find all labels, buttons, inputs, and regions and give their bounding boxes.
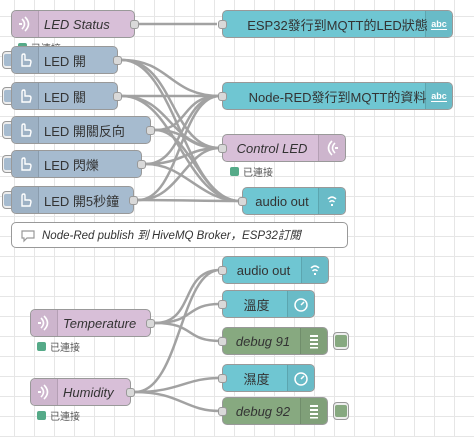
audio-wave-icon — [301, 257, 328, 283]
audio-wave-icon — [318, 188, 345, 214]
inject-node-led-on[interactable]: LED 開 — [11, 46, 122, 74]
hand-icon — [12, 187, 39, 213]
status-connected: 已連接 — [37, 339, 80, 354]
input-port[interactable] — [218, 407, 227, 416]
node-label: LED 關 — [44, 89, 86, 105]
comment-bubble-icon — [20, 229, 36, 246]
node-label: audio out — [255, 193, 309, 209]
hand-icon — [12, 83, 39, 109]
node-label: LED 開5秒鐘 — [44, 193, 120, 209]
output-port[interactable] — [113, 92, 122, 101]
gauge-node-humidity[interactable]: 濕度 — [218, 364, 315, 392]
input-port[interactable] — [218, 20, 227, 29]
bridge-icon — [31, 310, 58, 336]
node-label: debug 91 — [235, 333, 291, 349]
node-label: LED Status — [44, 16, 110, 32]
input-port[interactable] — [218, 300, 227, 309]
text-abc-icon: abc — [425, 83, 452, 109]
inject-node-led-off[interactable]: LED 關 — [11, 82, 122, 110]
gauge-icon — [287, 365, 314, 391]
node-label: debug 92 — [235, 403, 291, 419]
debug-node-91[interactable]: debug 91 — [218, 327, 328, 355]
inject-node-led-on-5s[interactable]: LED 開5秒鐘 — [11, 186, 138, 214]
status-connected: 已連接 — [230, 164, 273, 179]
input-port[interactable] — [218, 266, 227, 275]
inject-node-led-blink[interactable]: LED 閃爍 — [11, 150, 146, 178]
node-label: Node-RED發行到MQTT的資料 — [248, 89, 427, 105]
node-label: LED 開 — [44, 53, 86, 69]
debug-list-icon — [300, 328, 327, 354]
node-label: Control LED — [236, 140, 308, 156]
output-port[interactable] — [137, 160, 146, 169]
node-label: LED 開關反向 — [44, 123, 125, 139]
text-node-nodered-data[interactable]: Node-RED發行到MQTT的資料 abc — [218, 82, 453, 110]
node-label: LED 閃爍 — [44, 157, 99, 173]
gauge-node-temperature[interactable]: 溫度 — [218, 290, 315, 318]
mqtt-in-node-temperature[interactable]: Temperature — [30, 309, 155, 337]
output-port[interactable] — [146, 319, 155, 328]
node-label: audio out — [236, 262, 291, 278]
output-port[interactable] — [146, 126, 155, 135]
output-port[interactable] — [126, 388, 135, 397]
debug-list-icon — [300, 398, 327, 424]
hand-icon — [12, 47, 39, 73]
gauge-icon — [287, 291, 314, 317]
hand-icon — [12, 151, 39, 177]
input-port[interactable] — [218, 337, 227, 346]
output-port[interactable] — [129, 196, 138, 205]
text-abc-icon: abc — [425, 11, 452, 37]
comment-text: Node-Red publish 到 HiveMQ Broker，ESP32訂閱 — [42, 230, 301, 242]
input-port[interactable] — [238, 197, 247, 206]
mqtt-in-node-humidity[interactable]: Humidity — [30, 378, 135, 406]
debug-node-92[interactable]: debug 92 — [218, 397, 328, 425]
node-label: Humidity — [63, 384, 114, 400]
debug-toggle-button[interactable] — [333, 402, 349, 420]
node-label: 濕度 — [243, 371, 270, 387]
debug-toggle-button[interactable] — [333, 332, 349, 350]
output-port[interactable] — [130, 20, 139, 29]
comment-node[interactable]: Node-Red publish 到 HiveMQ Broker，ESP32訂閱 — [11, 222, 348, 248]
mqtt-out-node-control-led[interactable]: Control LED — [218, 134, 346, 162]
hand-icon — [12, 117, 39, 143]
node-label: 溫度 — [243, 297, 270, 313]
input-port[interactable] — [218, 144, 227, 153]
inject-node-led-toggle[interactable]: LED 開關反向 — [11, 116, 155, 144]
bridge-icon — [318, 135, 345, 161]
bridge-icon — [12, 11, 39, 37]
bridge-icon — [31, 379, 58, 405]
status-dot-icon — [37, 342, 46, 351]
input-port[interactable] — [218, 92, 227, 101]
mqtt-in-node-led-status[interactable]: LED Status — [11, 10, 139, 38]
status-connected: 已連接 — [37, 408, 80, 423]
input-port[interactable] — [218, 374, 227, 383]
node-label: ESP32發行到MQTT的LED狀態 — [247, 17, 428, 33]
output-port[interactable] — [113, 56, 122, 65]
text-node-esp32-led-status[interactable]: ESP32發行到MQTT的LED狀態 abc — [218, 10, 453, 38]
audio-out-node-1[interactable]: audio out — [238, 187, 346, 215]
node-label: Temperature — [63, 315, 137, 331]
audio-out-node-2[interactable]: audio out — [218, 256, 329, 284]
status-dot-icon — [230, 167, 239, 176]
status-dot-icon — [37, 411, 46, 420]
